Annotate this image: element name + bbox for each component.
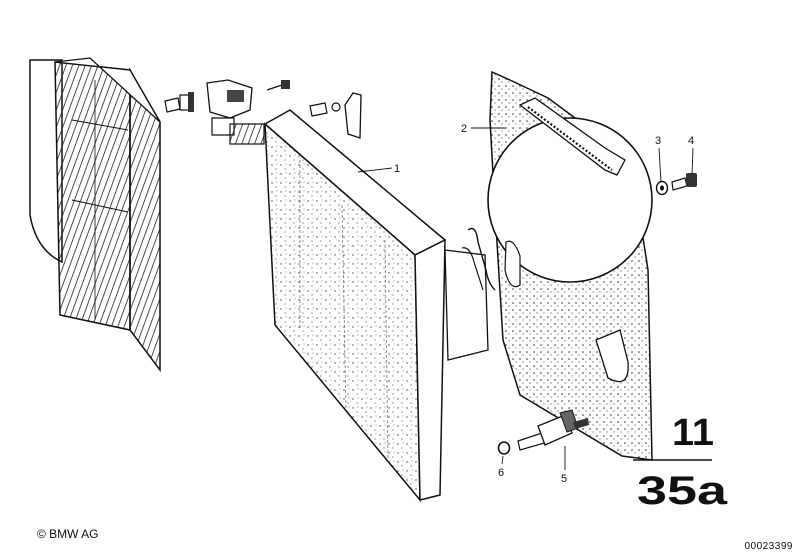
radiator xyxy=(263,109,496,503)
callout-2: 2 xyxy=(461,123,467,135)
leader-lines xyxy=(357,127,694,470)
group-number-bottom: 35a xyxy=(637,469,728,513)
callout-labels: 1 2 3 4 5 6 xyxy=(394,123,694,485)
condenser-block xyxy=(54,57,161,373)
callout-1: 1 xyxy=(394,163,400,175)
washer-part-3 xyxy=(655,180,669,196)
group-number-top: 11 xyxy=(672,412,714,454)
temperature-switch-part-5 xyxy=(517,409,589,451)
callout-6: 6 xyxy=(498,467,504,479)
document-number: 00023399 xyxy=(744,541,793,552)
sealing-ring-part-6 xyxy=(497,441,511,455)
group-number: 11 35a xyxy=(633,412,728,513)
callout-5: 5 xyxy=(561,473,567,485)
screw-part-4 xyxy=(671,173,697,191)
copyright-text: © BMW AG xyxy=(37,527,99,541)
callout-3: 3 xyxy=(655,135,661,147)
callout-4: 4 xyxy=(688,135,694,147)
mounting-hardware xyxy=(164,79,362,145)
fan-shroud xyxy=(487,70,653,461)
